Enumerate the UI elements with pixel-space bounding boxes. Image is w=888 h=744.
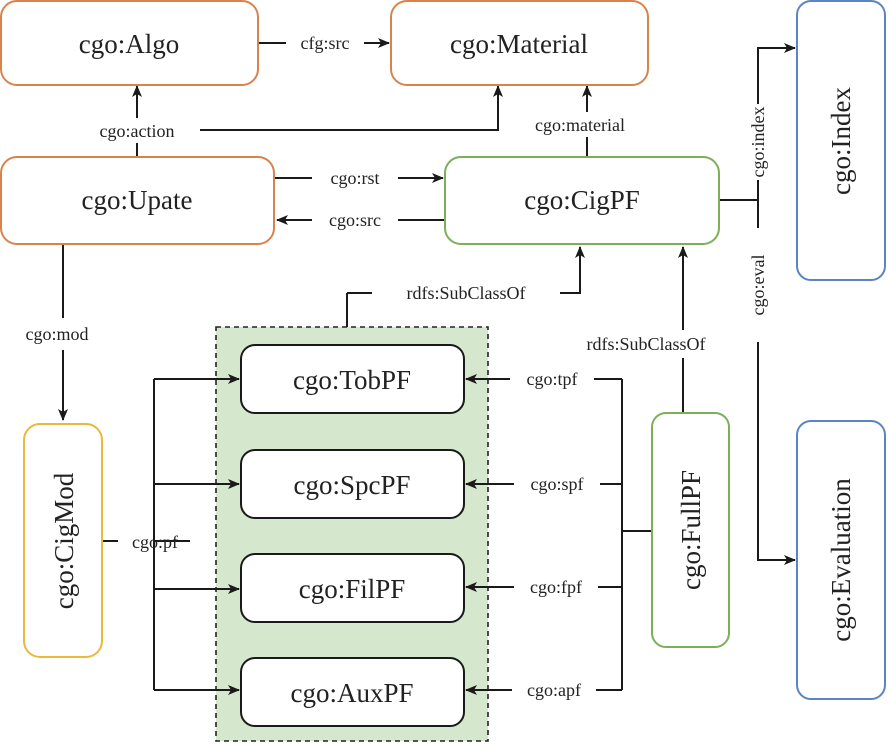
edge-label-mod: cgo:mod xyxy=(26,324,89,344)
edge-label-rst: cgo:rst xyxy=(331,168,380,188)
node-tobpf-label: cgo:TobPF xyxy=(293,365,411,395)
edge-index-arrow xyxy=(757,43,796,104)
node-fullpf-label: cgo:FullPF xyxy=(676,470,706,590)
edge-label-eval: cgo:eval xyxy=(748,255,768,316)
edge-label-pf: cgo:pf xyxy=(132,532,178,552)
edge-label-index: cgo:index xyxy=(748,107,768,178)
edge-label-material: cgo:material xyxy=(535,115,625,135)
node-auxpf-label: cgo:AuxPF xyxy=(290,678,413,708)
node-upate-label: cgo:Upate xyxy=(82,185,193,215)
edge-label-action: cgo:action xyxy=(100,121,175,141)
node-index-label: cgo:Index xyxy=(826,87,856,195)
node-spcpf xyxy=(240,449,465,519)
node-auxpf xyxy=(240,657,465,727)
node-upate xyxy=(0,156,275,245)
node-algo xyxy=(0,0,259,86)
node-filpf xyxy=(240,553,465,623)
edge-label-apf: cgo:apf xyxy=(527,680,581,700)
node-index xyxy=(796,0,886,281)
node-material-label: cgo:Material xyxy=(450,29,588,59)
edge-action-to-material xyxy=(200,85,503,131)
node-spcpf-label: cgo:SpcPF xyxy=(293,470,410,500)
edge-label-cfg-src: cfg:src xyxy=(301,33,350,53)
edge-lines xyxy=(58,38,796,695)
node-cigmod xyxy=(23,423,103,658)
edge-label-spf: cgo:spf xyxy=(531,474,584,494)
node-cigpf-label: cgo:CigPF xyxy=(524,185,640,215)
node-algo-label: cgo:Algo xyxy=(79,29,180,59)
edge-subclass-group-arrow xyxy=(560,246,585,294)
node-cigmod-label: cgo:CigMod xyxy=(49,472,79,609)
node-fullpf xyxy=(651,412,730,648)
node-evaluation xyxy=(796,420,886,700)
node-evaluation-label: cgo:Evaluation xyxy=(826,478,856,642)
edge-label-subclass-group: rdfs:SubClassOf xyxy=(406,283,525,303)
node-tobpf xyxy=(240,344,465,414)
edge-eval-arrow xyxy=(757,342,796,565)
node-filpf-label: cgo:FilPF xyxy=(299,574,406,604)
edge-label-src: cgo:src xyxy=(329,210,381,230)
edge-label-subclass-full: rdfs:SubClassOf xyxy=(586,334,705,354)
edge-label-tpf: cgo:tpf xyxy=(527,369,578,389)
node-cigpf xyxy=(444,156,720,245)
edge-label-fpf: cgo:fpf xyxy=(530,577,582,597)
node-material xyxy=(390,0,649,86)
